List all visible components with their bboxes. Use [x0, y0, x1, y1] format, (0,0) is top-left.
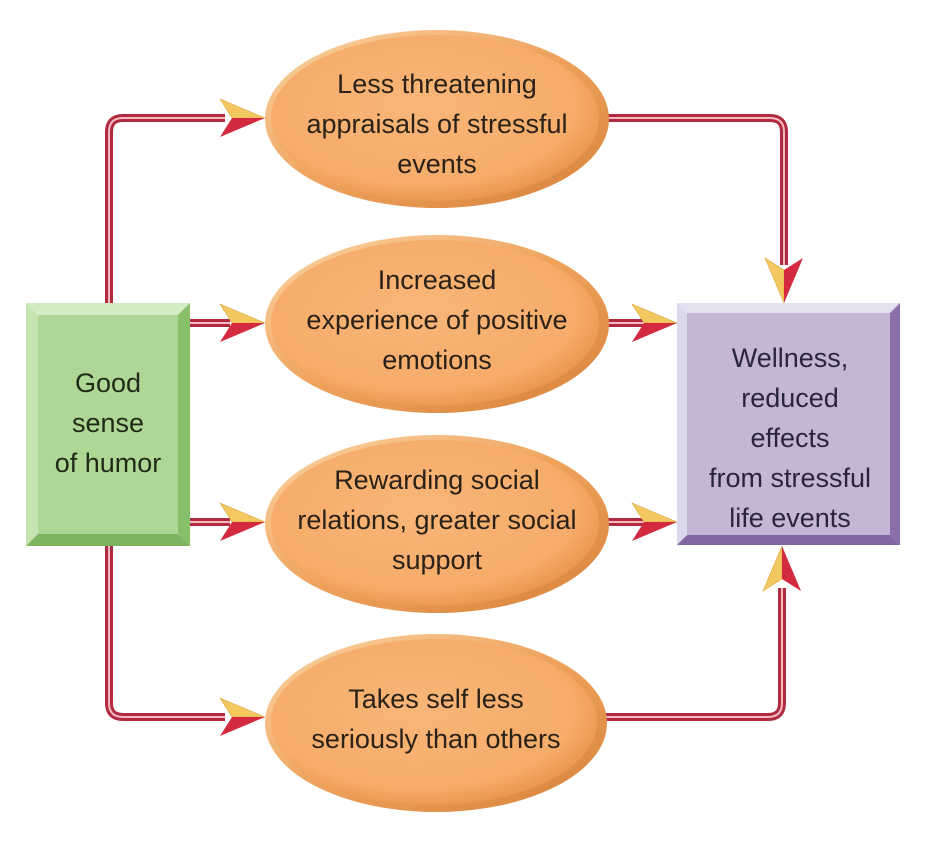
mediator-line: Rewarding social — [334, 465, 540, 495]
mediator-line: support — [392, 545, 483, 575]
arrowhead-right-icon — [631, 502, 678, 541]
connector-self-seriousness-wellness — [605, 588, 786, 721]
good-sense-of-humor-box: Good sense of humor — [26, 303, 190, 546]
mediator-line: Less threatening — [337, 69, 537, 99]
source-node-line: of humor — [55, 448, 162, 478]
wellness-box: Wellness, reduced effects from stressful… — [677, 303, 900, 545]
mediator-line: Increased — [378, 265, 497, 295]
source-node-line: Good — [75, 368, 141, 398]
mediator-appraisals-ellipse: Less threatening appraisals of stressful… — [265, 30, 609, 208]
target-node-line: life events — [729, 503, 851, 533]
mediator-line: experience of positive — [306, 305, 567, 335]
target-node-line: from stressful — [709, 463, 871, 493]
target-node-line: Wellness, — [732, 343, 849, 373]
target-node-line: reduced — [741, 383, 839, 413]
arrowhead-up-icon — [762, 545, 801, 592]
target-node-line: effects — [750, 423, 829, 453]
mediator-line: relations, greater social — [297, 505, 576, 535]
mediator-self-seriousness-ellipse: Takes self less seriously than others — [265, 634, 607, 812]
mediator-line: events — [397, 149, 477, 179]
mediator-line: seriously than others — [311, 724, 560, 754]
arrowhead-right-icon — [219, 502, 266, 541]
mediator-social-support-ellipse: Rewarding social relations, greater soci… — [265, 435, 609, 613]
mediator-line: emotions — [382, 345, 492, 375]
source-node-line: sense — [72, 408, 144, 438]
arrowhead-right-icon — [631, 303, 678, 342]
arrowhead-down-icon — [764, 257, 803, 304]
connector-humor-self-seriousness — [105, 546, 225, 721]
mediator-positive-emotions-ellipse: Increased experience of positive emotion… — [265, 235, 609, 413]
arrowhead-right-icon — [219, 303, 266, 342]
mediator-line: Takes self less — [348, 684, 524, 714]
arrowhead-right-icon — [219, 697, 266, 736]
mediator-line: appraisals of stressful — [306, 109, 567, 139]
arrowhead-right-icon — [219, 98, 266, 137]
arrowheads — [219, 98, 803, 736]
connector-appraisals-wellness — [606, 114, 788, 265]
connectors — [105, 114, 788, 721]
connector-humor-appraisals — [105, 114, 225, 303]
